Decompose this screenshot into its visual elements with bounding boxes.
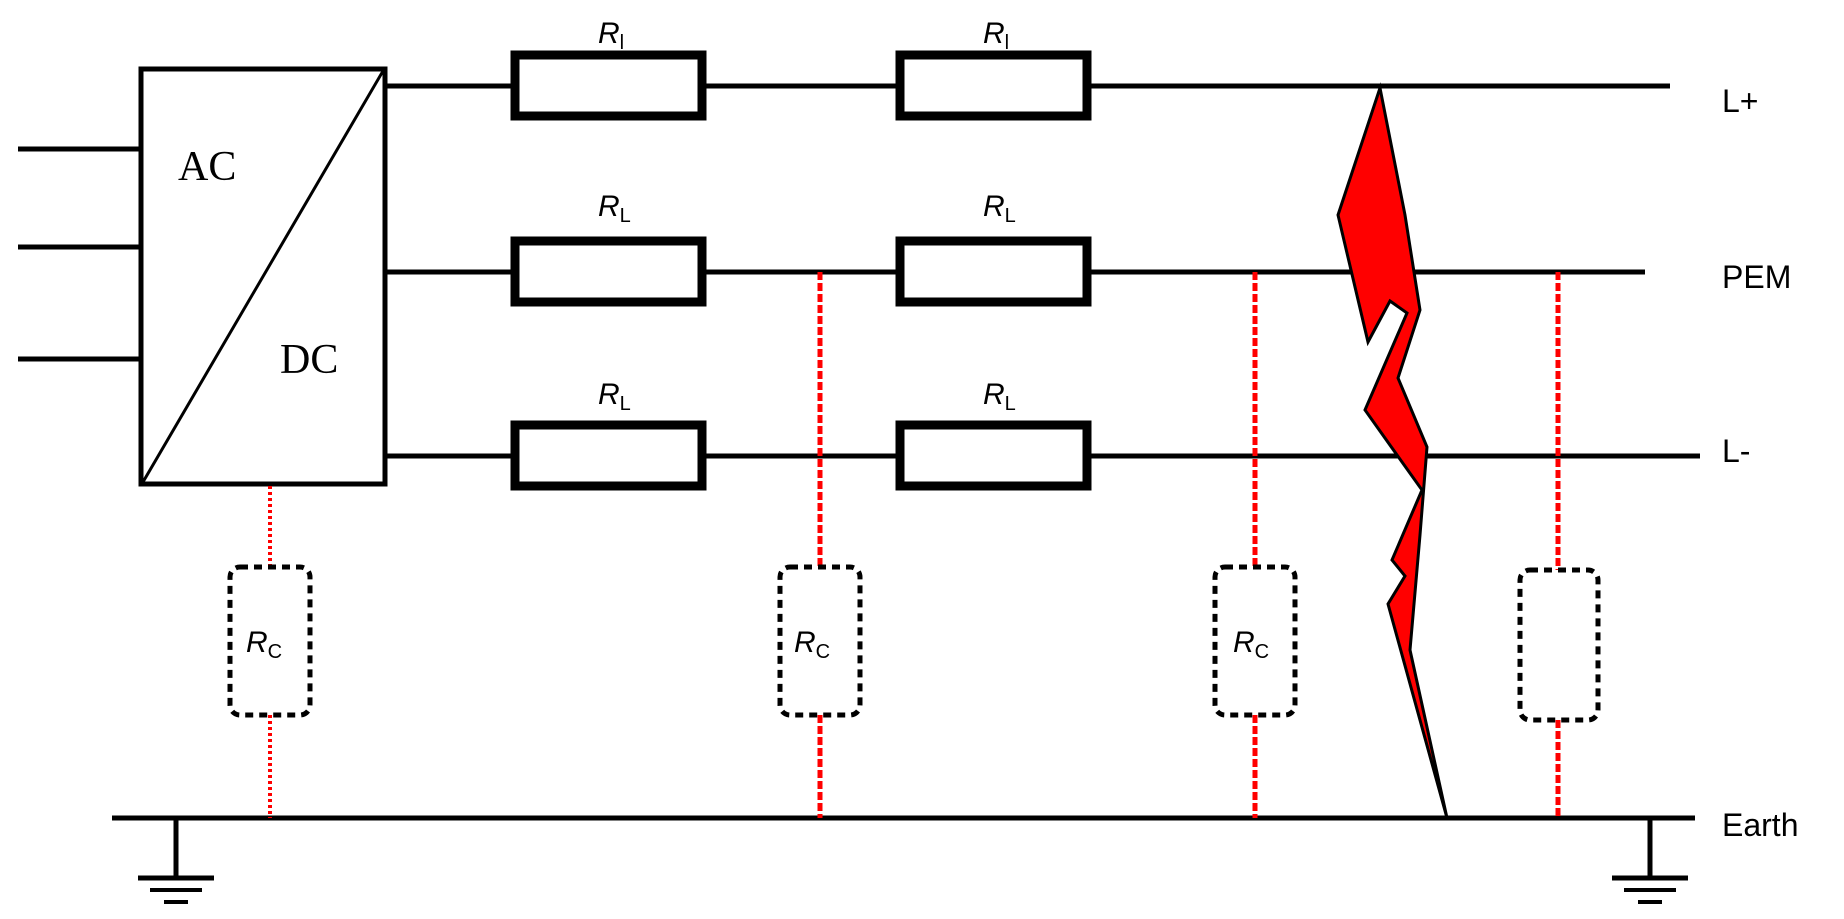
ground-symbol-right	[1612, 818, 1688, 904]
rl-label-pem-2: RL	[983, 190, 1016, 227]
line-resistor-pem-1	[510, 236, 707, 307]
line-resistor-lplus-1	[510, 50, 707, 121]
coupling-resistor-3: RC	[1212, 272, 1298, 818]
rl-label-lplus-1: Rl	[598, 17, 624, 54]
rc-label-3: RC	[1233, 626, 1269, 663]
rc-label-2: RC	[794, 626, 830, 663]
ac-dc-converter: AC DC	[138, 66, 388, 487]
line-resistor-lminus-2	[895, 420, 1092, 491]
ac-label: AC	[178, 144, 236, 190]
rl-label-lminus-2: RL	[983, 378, 1016, 415]
earth-label: Earth	[1722, 807, 1798, 843]
coupling-resistor-4	[1517, 272, 1601, 818]
coupling-resistor-1: RC	[227, 486, 313, 818]
line-resistor-pem-2	[895, 236, 1092, 307]
rl-label-pem-1: RL	[598, 190, 631, 227]
fault-lightning-icon	[1336, 82, 1449, 819]
coupling-resistor-2: RC	[777, 272, 863, 818]
rl-label-lplus-2: Rl	[983, 17, 1009, 54]
line-resistor-lminus-1	[510, 420, 707, 491]
l-minus-label: L-	[1722, 433, 1750, 469]
l-plus-label: L+	[1722, 83, 1758, 119]
dc-label: DC	[280, 337, 338, 383]
line-resistor-lplus-2	[895, 50, 1092, 121]
ground-symbol-left	[138, 818, 214, 904]
rc-label-1: RC	[246, 626, 282, 663]
pem-label: PEM	[1722, 259, 1791, 295]
rl-label-lminus-1: RL	[598, 378, 631, 415]
